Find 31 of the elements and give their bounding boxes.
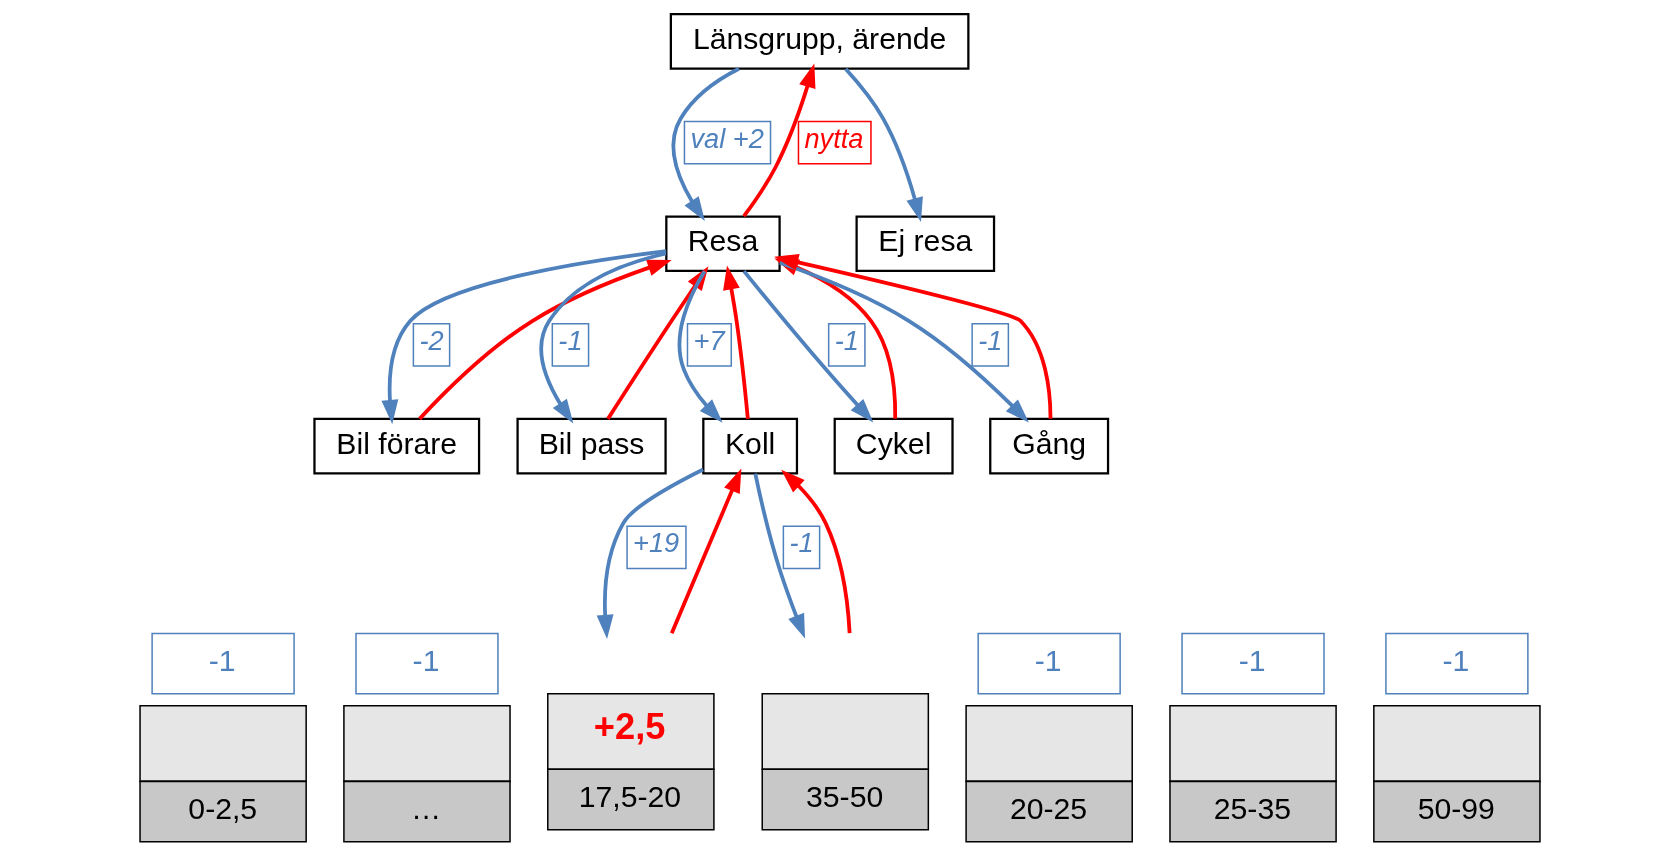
edge-label: -2 [419,325,444,357]
arrow [418,259,672,421]
arrow [381,249,667,425]
arrow [670,468,742,634]
node-box: Cykel [833,417,954,475]
arrow [539,251,667,424]
edge-label: -1 [834,325,859,357]
arrow [596,467,704,639]
edge-label: val +2 [690,122,764,154]
node-box: Bil förare [313,417,481,475]
edge-label: +19 [633,527,680,559]
node-box: Ej resa [855,215,996,273]
edge-label: -1 [558,325,583,357]
edge-label: +7 [693,325,725,357]
arrow [742,269,874,423]
node-box: Resa [665,215,781,273]
arrow [779,261,1029,423]
edge-label: nytta [804,122,864,154]
arrow [753,473,806,639]
node-box: Bil pass [516,417,667,475]
node-box: Gång [989,417,1110,475]
edge-label: -1 [978,325,1003,357]
arrow [671,67,740,222]
edge-label: -1 [789,527,814,559]
arrow [677,270,723,423]
node-box: Länsgrupp, ärende [669,13,970,70]
arrow [742,63,816,218]
arrow [781,469,852,634]
arrow [844,67,923,222]
node-box: Koll [702,417,799,475]
arrow [723,265,750,420]
